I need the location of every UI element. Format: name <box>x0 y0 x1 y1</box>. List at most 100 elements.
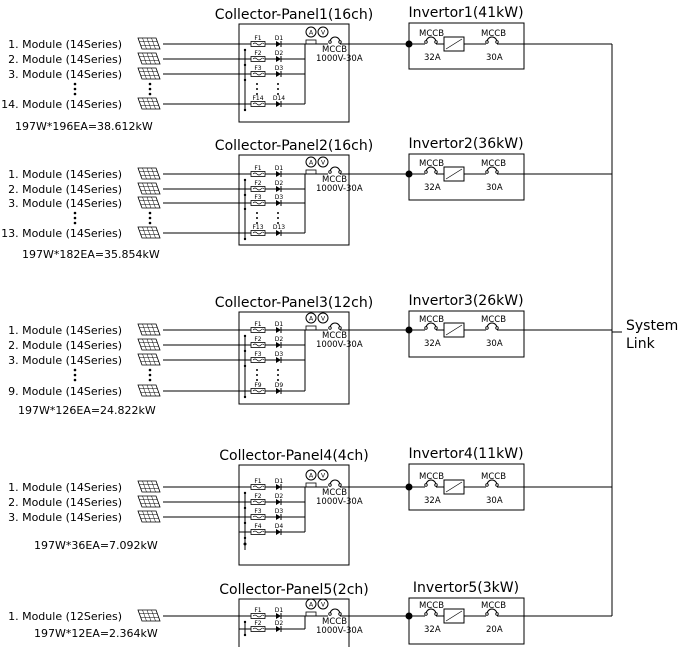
panel-mccb-icon <box>328 479 342 487</box>
solar-module-icon <box>137 182 161 195</box>
diode-label: D1 <box>275 321 284 328</box>
module-label: 2. Module (14Series) <box>8 339 122 352</box>
diode-label: D1 <box>275 607 284 614</box>
solar-module-icon <box>137 338 161 351</box>
collector-panel-title: Collector-Panel4(4ch) <box>219 448 368 464</box>
solar-module-icon <box>137 510 161 523</box>
svg-text:A: A <box>309 160 314 167</box>
fuse-label: F4 <box>254 523 261 530</box>
diode-label: D1 <box>275 165 284 172</box>
ellipsis-dot <box>256 212 258 214</box>
inverter-box <box>408 310 525 358</box>
section-3: Collector-Panel3(12ch)Invertor3(26kW)1. … <box>8 293 525 417</box>
solar-module-icon <box>137 37 161 50</box>
svg-text:V: V <box>321 473 326 480</box>
fuse-icon <box>250 327 266 333</box>
diode-label: D13 <box>273 224 285 231</box>
fuse-icon <box>250 56 266 62</box>
fuse-label: F1 <box>254 165 261 172</box>
diode-label: D3 <box>275 65 284 72</box>
fuse-icon <box>250 171 266 177</box>
ellipsis-dot <box>256 222 258 224</box>
ellipsis-dot <box>73 378 77 382</box>
neg-terminal <box>243 542 247 546</box>
ellipsis-dot <box>73 221 77 225</box>
inverter-input-mccb-icon <box>424 166 438 174</box>
fuse-icon <box>250 71 266 77</box>
diode-label: D3 <box>275 194 284 201</box>
ammeter-icon: A <box>305 26 317 38</box>
inverter-input-mccb-label: MCCB <box>419 601 444 611</box>
ammeter-icon: A <box>305 156 317 168</box>
fuse-label: F2 <box>254 493 261 500</box>
shunt-icon <box>305 169 317 175</box>
svg-text:A: A <box>309 602 314 609</box>
ellipsis-dot <box>256 374 258 376</box>
fuse-icon <box>250 514 266 520</box>
fuse-icon <box>250 342 266 348</box>
inverter-input-rating: 32A <box>424 625 441 635</box>
panel-mccb-label: MCCB <box>322 488 347 498</box>
svg-text:A: A <box>309 30 314 37</box>
voltmeter-icon: V <box>317 26 329 38</box>
fuse-label: F1 <box>254 321 261 328</box>
solar-module-icon <box>137 384 161 397</box>
shunt-icon <box>305 325 317 331</box>
ellipsis-dot <box>256 93 258 95</box>
ellipsis-dot <box>277 217 279 219</box>
ellipsis-dot <box>277 379 279 381</box>
ellipsis-dot <box>256 83 258 85</box>
inverter-output-rating: 20A <box>486 625 503 635</box>
collector-panel-title: Collector-Panel5(2ch) <box>219 582 368 598</box>
inverter-output-mccb-label: MCCB <box>481 159 506 169</box>
panel-mccb-rating: 1000V-30A <box>316 184 363 194</box>
shunt-icon <box>305 482 317 488</box>
inverter-input-mccb-label: MCCB <box>419 29 444 39</box>
ellipsis-dot <box>73 82 77 86</box>
section-5: Collector-Panel5(2ch)Invertor5(3kW)1. Mo… <box>8 580 525 647</box>
total-capacity: 197W*36EA=7.092kW <box>34 539 158 552</box>
voltmeter-icon: V <box>317 156 329 168</box>
diode-label: D2 <box>275 50 284 57</box>
fuse-label: F2 <box>254 336 261 343</box>
ellipsis-dot <box>148 378 152 382</box>
ellipsis-dot <box>73 373 77 377</box>
inverter-output-mccb-icon <box>485 479 499 487</box>
module-label: 2. Module (14Series) <box>8 53 122 66</box>
voltmeter-icon: V <box>317 469 329 481</box>
fuse-icon <box>250 357 266 363</box>
ellipsis-dot <box>277 93 279 95</box>
panel-mccb-rating: 1000V-30A <box>316 340 363 350</box>
ellipsis-dot <box>73 368 77 372</box>
system-link-label: System <box>626 318 678 334</box>
inverter-box <box>408 22 525 70</box>
inverter-output-rating: 30A <box>486 496 503 506</box>
diode-label: D3 <box>275 351 284 358</box>
total-capacity: 197W*196EA=38.612kW <box>15 120 153 133</box>
inverter-input-rating: 32A <box>424 53 441 63</box>
fuse-label: F2 <box>254 180 261 187</box>
fuse-label: F9 <box>254 382 261 389</box>
ellipsis-dot <box>277 369 279 371</box>
solar-module-icon <box>137 167 161 180</box>
module-label: 1. Module (14Series) <box>8 324 122 337</box>
panel-mccb-icon <box>328 608 342 616</box>
diode-label: D2 <box>275 620 284 627</box>
fuse-icon <box>250 529 266 535</box>
ellipsis-dot <box>73 92 77 96</box>
collector-panel-title: Collector-Panel1(16ch) <box>215 7 373 23</box>
module-label: 13. Module (14Series) <box>1 227 122 240</box>
inverter-output-mccb-icon <box>485 322 499 330</box>
fuse-icon <box>250 484 266 490</box>
ammeter-icon: A <box>305 469 317 481</box>
inverter-title: Invertor1(41kW) <box>408 5 523 21</box>
fuse-icon <box>250 101 266 107</box>
shunt-icon <box>305 39 317 45</box>
total-capacity: 197W*182EA=35.854kW <box>22 248 160 261</box>
inverter-input-rating: 32A <box>424 496 441 506</box>
section-2: Collector-Panel2(16ch)Invertor2(36kW)1. … <box>1 136 525 261</box>
module-label: 3. Module (14Series) <box>8 197 122 210</box>
solar-module-icon <box>137 480 161 493</box>
fuse-icon <box>250 613 266 619</box>
